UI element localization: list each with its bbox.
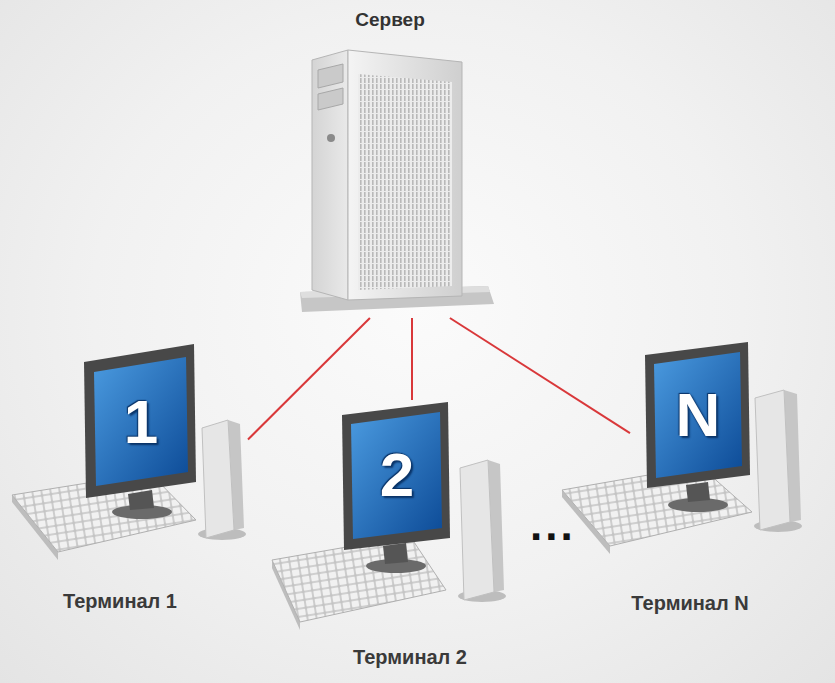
monitor-screen xyxy=(94,357,188,486)
tower-front xyxy=(460,460,494,600)
monitor-neck xyxy=(686,482,710,502)
terminal-number: 2 xyxy=(380,444,414,506)
terminal-label: Терминал 2 xyxy=(353,646,467,669)
terminal-number: 1 xyxy=(124,391,158,453)
terminal-illustration xyxy=(272,402,506,630)
network-link xyxy=(450,318,630,433)
drive-bay xyxy=(318,64,343,88)
monitor-screen xyxy=(654,352,742,478)
power-button xyxy=(327,134,335,142)
network-link xyxy=(411,318,413,400)
terminal-illustration xyxy=(12,344,246,560)
monitor-frame xyxy=(84,344,196,498)
tower-front xyxy=(755,390,790,530)
monitor-neck xyxy=(383,543,408,564)
server-side xyxy=(348,50,462,300)
monitor-frame xyxy=(342,402,450,550)
monitor-screen xyxy=(351,412,442,539)
terminal-node: 1Терминал 1 xyxy=(8,345,248,623)
keyboard xyxy=(272,536,446,622)
terminal-node: 2Терминал 2 xyxy=(268,400,508,675)
network-link xyxy=(248,318,370,440)
server-node: Сервер xyxy=(290,5,495,318)
terminal-number: N xyxy=(676,384,721,446)
ellipsis-label: ... xyxy=(530,503,576,547)
server-front xyxy=(312,50,348,300)
server-label: Сервер xyxy=(355,9,425,31)
terminal-illustration xyxy=(562,342,802,554)
drive-bay xyxy=(318,88,343,110)
server-illustration xyxy=(300,50,494,312)
monitor-neck xyxy=(128,490,154,510)
server-vent xyxy=(358,74,452,290)
monitor-frame xyxy=(645,342,750,488)
terminal-label: Терминал 1 xyxy=(63,590,177,613)
terminal-label: Терминал N xyxy=(631,592,748,615)
terminal-node: N Терминал N xyxy=(630,340,806,622)
tower-front xyxy=(202,420,234,538)
